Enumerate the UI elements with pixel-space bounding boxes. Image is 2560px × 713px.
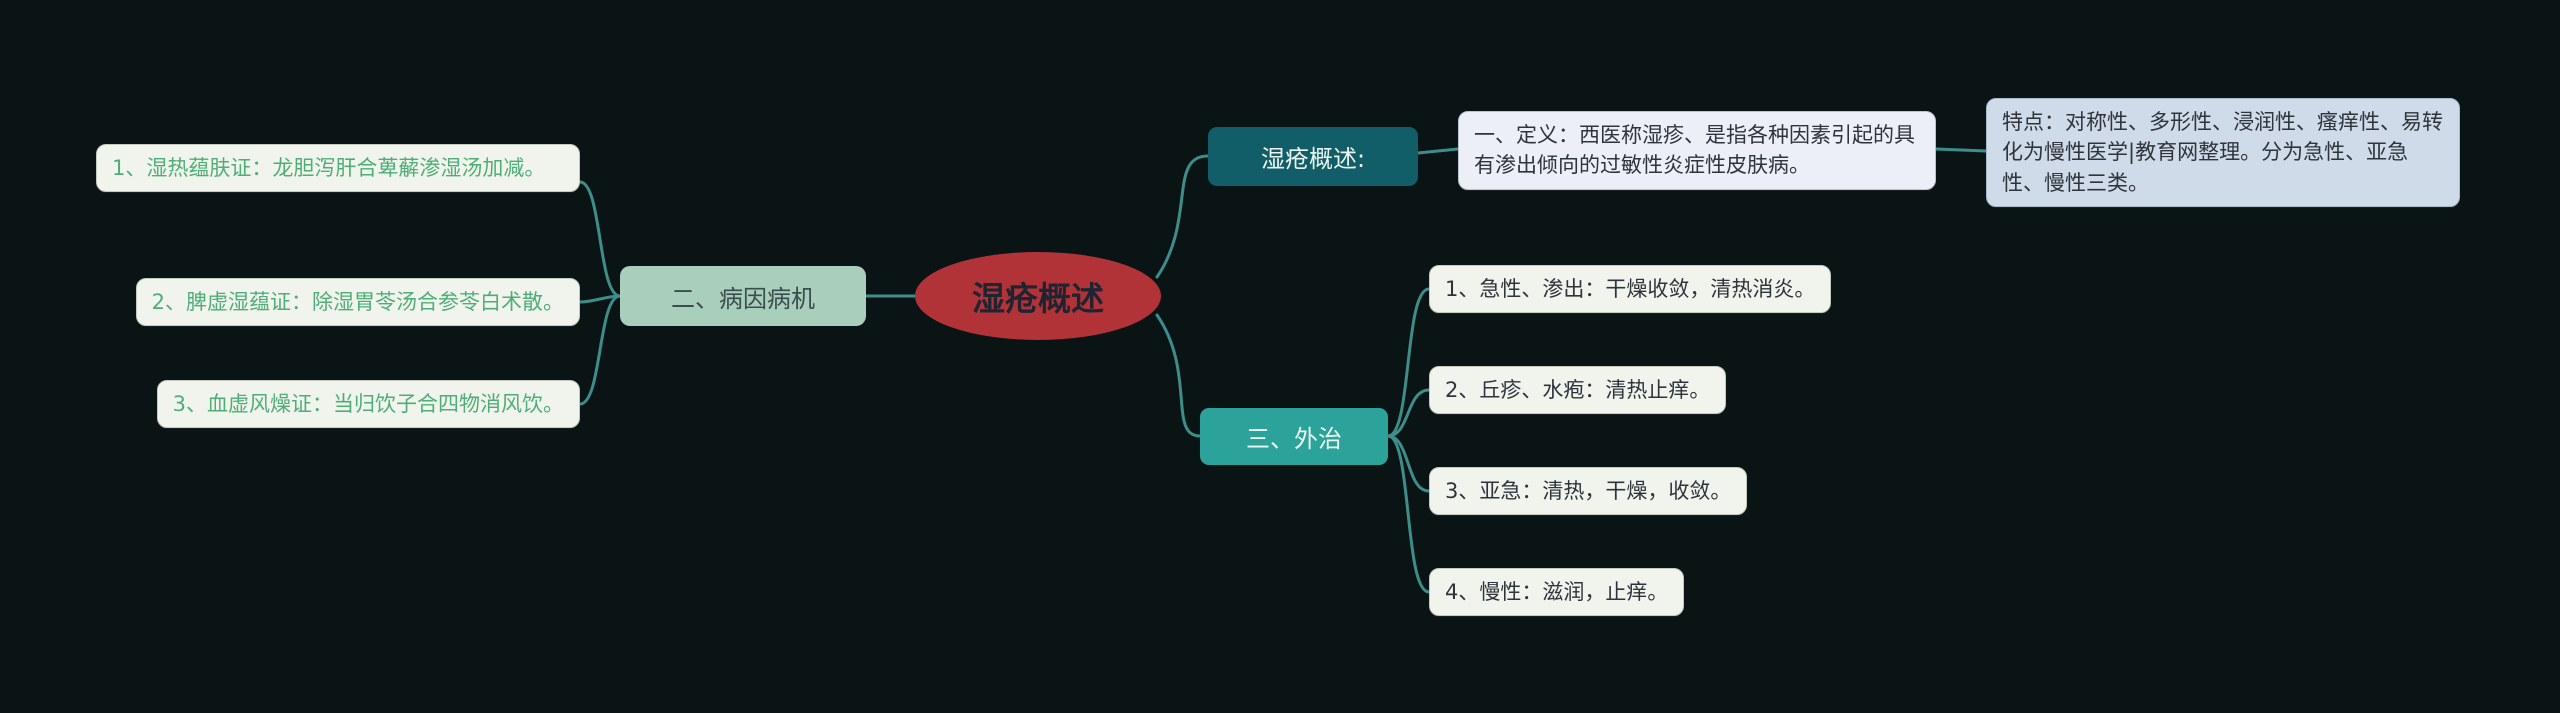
branch-node-overview-label: 湿疮概述: [1260, 145, 1366, 173]
connector-left-branch-to-leaf2 [578, 294, 622, 304]
leaf-damp-heat-syndrome-text: 1、湿热蕴肤证：龙胆泻肝合萆薢渗湿汤加减。 [112, 156, 546, 180]
leaf-features-text: 特点：对称性、多形性、浸润性、瘙痒性、易转化为慢性医学|教育网整理。分为急性、亚… [2002, 110, 2443, 195]
branch-node-external-treatment[interactable]: 三、外治 [1200, 408, 1388, 465]
leaf-damp-heat-syndrome[interactable]: 1、湿热蕴肤证：龙胆泻肝合萆薢渗湿汤加减。 [96, 144, 580, 193]
connector-root-to-waizhi [1155, 313, 1202, 438]
leaf-spleen-deficiency-syndrome-text: 2、脾虚湿蕴证：除湿胃苓汤合参苓白术散。 [151, 290, 564, 314]
branch-node-pathogenesis-label: 二、病因病机 [671, 284, 815, 313]
leaf-spleen-deficiency-syndrome[interactable]: 2、脾虚湿蕴证：除湿胃苓汤合参苓白术散。 [135, 278, 580, 327]
leaf-definition[interactable]: 一、定义：西医称湿疹、是指各种因素引起的具有渗出倾向的过敏性炎症性皮肤病。 [1458, 111, 1936, 190]
connector-waizhi-to-leaf1 [1386, 287, 1431, 438]
branch-node-external-treatment-label: 三、外治 [1246, 425, 1342, 453]
connector-left-branch-to-leaf3 [578, 294, 622, 406]
leaf-papule-blister-text: 2、丘疹、水疱：清热止痒。 [1445, 378, 1711, 402]
leaf-chronic-text: 4、慢性：滋润，止痒。 [1445, 580, 1669, 604]
leaf-subacute-text: 3、亚急：清热，干燥，收敛。 [1445, 479, 1732, 503]
connector-root-to-overview [1155, 154, 1210, 279]
leaf-acute-exudation[interactable]: 1、急性、渗出：干燥收敛，清热消炎。 [1429, 265, 1832, 314]
leaf-blood-deficiency-syndrome[interactable]: 3、血虚风燥证：当归饮子合四物消风饮。 [156, 380, 580, 429]
leaf-blood-deficiency-syndrome-text: 3、血虚风燥证：当归饮子合四物消风饮。 [172, 392, 564, 416]
root-node-label: 湿疮概述 [972, 279, 1104, 318]
connector-waizhi-to-leaf2 [1386, 388, 1431, 438]
leaf-definition-text: 一、定义：西医称湿疹、是指各种因素引起的具有渗出倾向的过敏性炎症性皮肤病。 [1474, 123, 1915, 178]
branch-node-pathogenesis[interactable]: 二、病因病机 [620, 266, 866, 326]
connector-definition-to-feature [1934, 147, 1988, 153]
root-node[interactable]: 湿疮概述 [915, 252, 1161, 340]
leaf-chronic[interactable]: 4、慢性：滋润，止痒。 [1429, 568, 1685, 617]
connector-waizhi-to-leaf3 [1386, 434, 1431, 493]
branch-node-overview[interactable]: 湿疮概述: [1208, 127, 1418, 186]
connector-waizhi-to-leaf4 [1386, 434, 1431, 594]
leaf-papule-blister[interactable]: 2、丘疹、水疱：清热止痒。 [1429, 366, 1727, 415]
leaf-subacute[interactable]: 3、亚急：清热，干燥，收敛。 [1429, 467, 1748, 516]
leaf-acute-exudation-text: 1、急性、渗出：干燥收敛，清热消炎。 [1445, 277, 1816, 301]
connector-overview-to-definition [1416, 147, 1460, 155]
leaf-features[interactable]: 特点：对称性、多形性、浸润性、瘙痒性、易转化为慢性医学|教育网整理。分为急性、亚… [1986, 98, 2460, 208]
connector-left-branch-to-leaf1 [578, 180, 622, 298]
